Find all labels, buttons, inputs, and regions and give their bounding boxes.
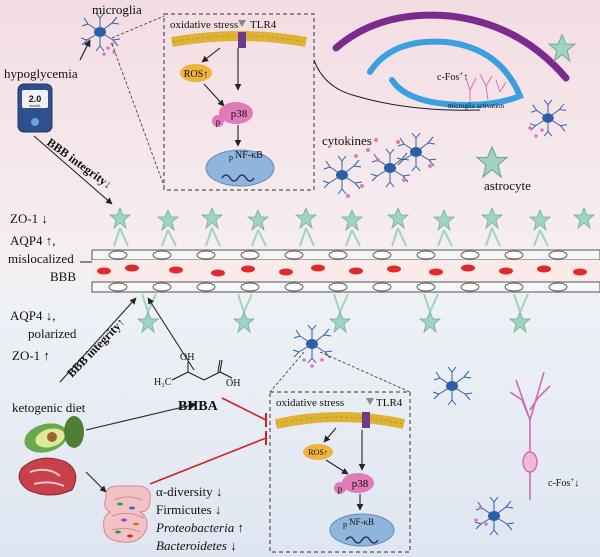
aqp4-down-label: AQP4 ↓,	[10, 308, 56, 323]
ros-label-bottom: ROS↑	[308, 448, 328, 457]
bbb-band	[91, 207, 600, 333]
p-label-bottom: p	[338, 484, 343, 494]
microglia-activation-label: microglia activation	[448, 102, 505, 110]
bacteroidetes-label: Bacteroidetes ↓	[156, 538, 237, 553]
hippocampus-icon	[313, 11, 570, 111]
polarized-label: polarized	[28, 326, 77, 341]
cytokine-dots	[346, 126, 544, 198]
tlr4-triangle-icon	[238, 20, 246, 27]
phospho-node-bottom	[334, 482, 346, 494]
arrow-ros-to-p38-bottom	[325, 459, 349, 475]
p38-label-top: p38	[231, 108, 248, 120]
ketogenic-diet-label: ketogenic diet	[12, 400, 86, 415]
proteobacteria-label: Proteobacteria ↑	[155, 520, 244, 535]
keto-to-gut-arrow	[85, 471, 107, 493]
pathway-box-bottom	[269, 391, 411, 553]
nfkb-p-label-bottom: p	[343, 520, 347, 529]
dna-icon-top	[221, 174, 255, 182]
p-label-top: p	[216, 117, 221, 127]
p38-node-top	[219, 102, 253, 124]
keto-to-bbb-arrow	[59, 297, 137, 383]
zoom-line	[269, 351, 305, 393]
bhba-structure-icon	[171, 359, 233, 381]
astrocyte-label: astrocyte	[484, 178, 531, 193]
cfos-label-top: c-Fos+↑	[437, 70, 468, 83]
nfkb-p-label-top: p	[229, 153, 233, 162]
tlr4-triangle-icon	[366, 398, 374, 405]
hypoglycemia-to-microglia-arrow	[79, 39, 91, 61]
microglia-label: microglia	[92, 2, 142, 17]
neuron-icon	[509, 371, 551, 500]
firmicutes-label: Firmicutes ↓	[156, 502, 221, 517]
ros-node-top	[180, 64, 212, 82]
bhba-label: BHBA	[178, 399, 219, 414]
oxidative-stress-label-top: oxidative stress	[170, 19, 238, 31]
meat-icon	[18, 457, 77, 496]
p38-node-bottom	[342, 473, 374, 493]
hypoglycemia-to-bbb-arrow	[33, 135, 113, 205]
ros-node-bottom	[303, 444, 333, 460]
oh-label-top: OH	[180, 352, 194, 363]
aqp4-up-label: AQP4 ↑,	[10, 233, 56, 248]
cell-membrane-bottom	[274, 412, 406, 429]
mislocalized-label: mislocalized	[8, 251, 74, 266]
tlr4-label-top: TLR4	[250, 19, 277, 31]
glucometer-reading: 2.0	[29, 94, 42, 104]
arrow-ros-to-p38-top	[203, 83, 225, 107]
zoom-line	[111, 43, 165, 187]
cytokine-dots-bottom-right	[474, 506, 488, 526]
cytokine-dots-bottom	[302, 358, 324, 368]
pathway-box-top	[163, 13, 315, 191]
cytokines-label: cytokines	[322, 133, 372, 148]
keto-to-bhba-arrow	[85, 402, 197, 431]
phospho-node-top	[212, 115, 224, 127]
glucometer-unit: mmol/L	[29, 104, 41, 108]
bbb-label: BBB	[50, 269, 76, 284]
dna-icon-bottom	[345, 536, 379, 544]
cfos-label-bottom: c-Fos+↓	[548, 476, 579, 489]
zo1-down-label: ZO-1 ↓	[10, 211, 48, 226]
arrow-stress-to-ros-top	[201, 47, 221, 63]
glucometer-icon	[17, 83, 53, 133]
gut-inhibit-line	[149, 437, 267, 485]
cell-membrane-top	[171, 31, 307, 48]
alpha-diversity-label: α-diversity ↓	[156, 484, 222, 499]
nfkb-label-top: NF-κB	[235, 150, 263, 161]
oxidative-stress-label-bottom: oxidative stress	[276, 397, 344, 409]
avocado-icon	[24, 416, 84, 453]
neuron-soma	[522, 451, 538, 473]
gut-microbiota-icon	[103, 485, 151, 543]
oh-label-right: OH	[226, 378, 240, 389]
nucleus-bottom	[329, 513, 395, 547]
zoom-line	[319, 351, 411, 393]
h3c-label: H₃C	[154, 377, 172, 388]
nfkb-label-bottom: NF-κB	[349, 517, 374, 527]
arrow-stress-to-ros-bottom	[323, 427, 337, 443]
zo1-up-label: ZO-1 ↑	[12, 348, 50, 363]
ros-label-top: ROS↑	[184, 69, 208, 80]
zoom-line	[111, 15, 165, 39]
tlr4-label-bottom: TLR4	[376, 397, 403, 409]
p38-label-bottom: p38	[352, 478, 369, 490]
bhba-inhibit-line	[221, 397, 267, 421]
bhba-to-bbb-arrow	[147, 297, 195, 371]
hypoglycemia-label: hypoglycemia	[4, 66, 78, 81]
